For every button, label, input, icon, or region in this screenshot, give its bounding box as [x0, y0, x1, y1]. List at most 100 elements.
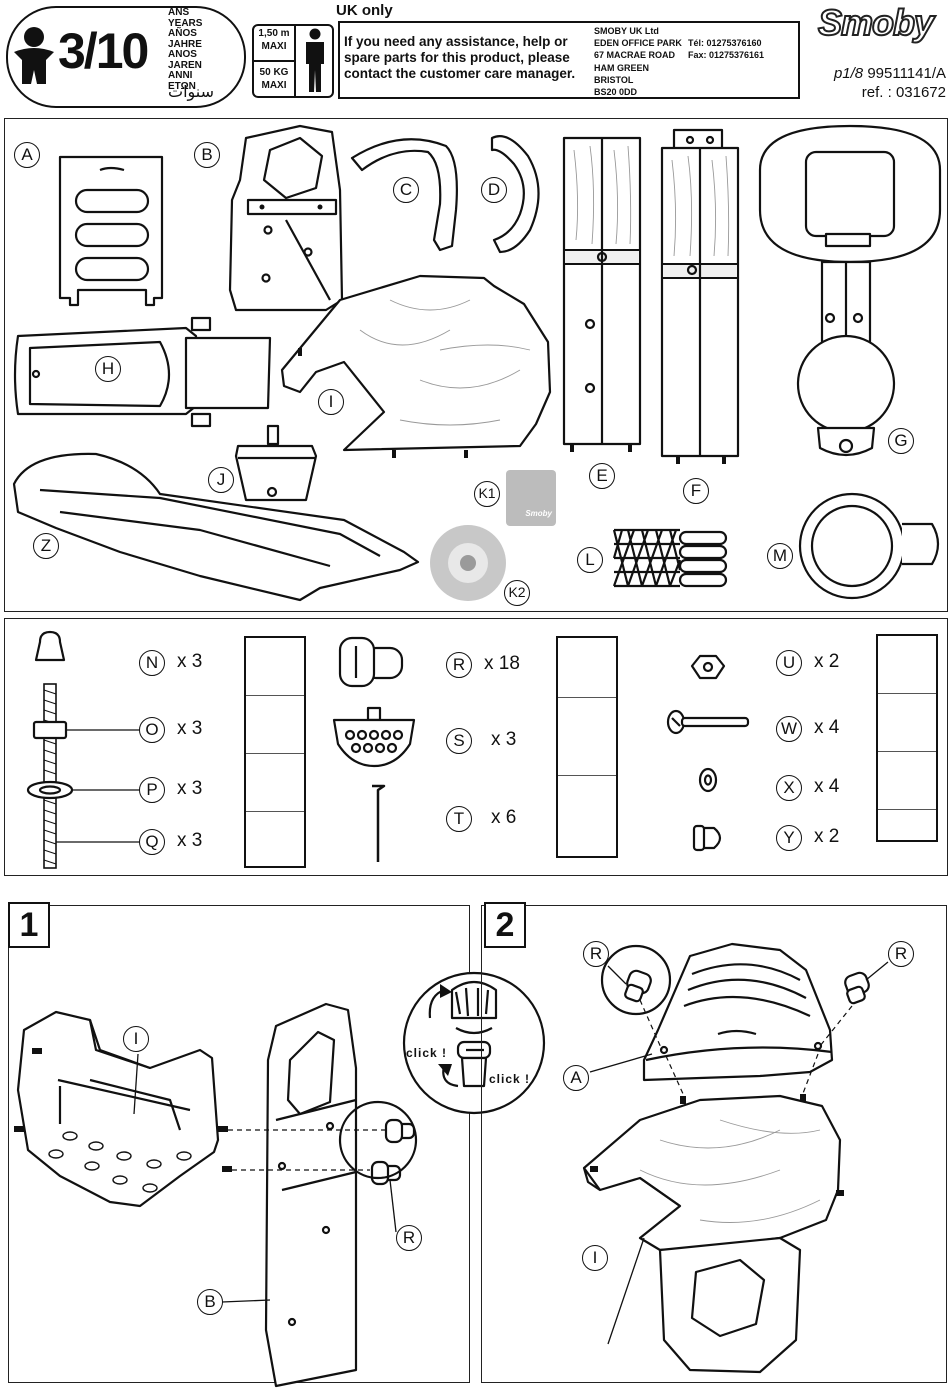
qty-o: x 3: [177, 718, 203, 739]
plug-r-icon: [338, 636, 404, 688]
label-y: Y: [776, 825, 802, 851]
label-d: D: [481, 177, 507, 203]
part-k1-sticker: Smoby: [506, 470, 556, 526]
label-k1: K1: [474, 481, 500, 507]
label-g: G: [888, 428, 914, 454]
tally-box-1: [244, 636, 306, 868]
qty-w: x 4: [814, 717, 840, 738]
part-z-drawing: [12, 452, 420, 602]
document-code: 99511141/A: [867, 65, 946, 82]
step-2-drawing: [582, 942, 889, 1374]
qty-y: x 2: [814, 826, 840, 847]
part-d-drawing: [490, 135, 540, 254]
bracket-s-icon: [332, 706, 416, 768]
label-x: X: [776, 775, 802, 801]
tally-box-2: [556, 636, 618, 858]
part-m-drawing: [798, 492, 940, 600]
threaded-rod-icon: [26, 683, 74, 869]
hardware-drawings: [26, 630, 750, 869]
part-l-drawing: [612, 528, 728, 588]
allen-key-icon: [372, 784, 386, 862]
person-icon: [306, 28, 324, 92]
label-w: W: [776, 716, 802, 742]
qty-q: x 3: [177, 830, 203, 851]
part-j-drawing: [234, 424, 318, 502]
part-f-drawing: [660, 128, 740, 464]
label-r: R: [446, 652, 472, 678]
label-c: C: [393, 177, 419, 203]
qty-n: x 3: [177, 651, 203, 672]
qty-s: x 3: [491, 729, 517, 750]
qty-p: x 3: [177, 778, 203, 799]
step-1-panel: [8, 905, 470, 1383]
step-2-label-r-right: R: [888, 941, 914, 967]
label-z: Z: [33, 533, 59, 559]
step-2-number: 2: [484, 902, 532, 954]
washer-x-icon: [698, 767, 718, 793]
bolt-w-icon: [666, 709, 750, 735]
step-2-label-a: A: [563, 1065, 589, 1091]
part-a-drawing: [58, 155, 164, 307]
age-arabic: سنوات: [168, 82, 215, 101]
label-h: H: [95, 356, 121, 382]
label-l: L: [577, 547, 603, 573]
step-2-panel: [481, 905, 947, 1383]
label-t: T: [446, 806, 472, 832]
nut-u-icon: [690, 654, 726, 680]
child-figure-icon: [14, 27, 54, 84]
label-n: N: [139, 650, 165, 676]
label-q: Q: [139, 829, 165, 855]
ref-code: ref. : 031672: [861, 84, 946, 101]
click-text-1: click !: [406, 1046, 448, 1060]
label-o: O: [139, 717, 165, 743]
part-b-drawing: [228, 124, 344, 312]
step-1-label-r: R: [396, 1225, 422, 1251]
label-m: M: [767, 543, 793, 569]
part-g-drawing: [758, 124, 942, 457]
step-1-label-b: B: [197, 1289, 223, 1315]
parts-drawings: [12, 124, 942, 602]
label-u: U: [776, 650, 802, 676]
label-k2: K2: [504, 580, 530, 606]
label-a: A: [14, 142, 40, 168]
step-1-number: 1: [8, 902, 56, 954]
label-b: B: [194, 142, 220, 168]
step-1-drawing: [14, 971, 546, 1388]
qty-x: x 4: [814, 776, 840, 797]
page-number: p1/8: [833, 65, 864, 82]
click-text-2: click !: [489, 1072, 531, 1086]
part-e-drawing: [562, 136, 642, 452]
hardware-panel: [4, 618, 948, 876]
step-2-label-i: I: [582, 1245, 608, 1271]
label-f: F: [683, 478, 709, 504]
cap-n-icon: [34, 630, 66, 662]
label-p: P: [139, 777, 165, 803]
assistance-message: If you need any assistance, help or spar…: [344, 34, 576, 81]
age-range: 3/10: [58, 23, 149, 79]
tally-box-3: [876, 634, 938, 842]
qty-t: x 6: [491, 807, 517, 828]
part-c-drawing: [350, 138, 458, 252]
uk-only-title: UK only: [336, 2, 393, 19]
qty-r: x 18: [484, 653, 520, 674]
qty-u: x 2: [814, 651, 840, 672]
step-1-label-i: I: [123, 1026, 149, 1052]
label-j: J: [208, 467, 234, 493]
label-e: E: [589, 463, 615, 489]
brand-logo: Smoby: [817, 1, 935, 44]
parts-panel: [4, 118, 948, 612]
cap-nut-y-icon: [692, 824, 722, 852]
page-reference: p1/8 99511141/A ref. : 031672: [834, 64, 946, 102]
spec-divider: [252, 24, 296, 98]
step-2-label-r-left: R: [583, 941, 609, 967]
k1-brand: Smoby: [525, 509, 552, 518]
part-k2-drawing: [430, 525, 506, 601]
customer-care-box: [338, 21, 800, 99]
age-badge: [6, 6, 246, 108]
label-i: I: [318, 389, 344, 415]
